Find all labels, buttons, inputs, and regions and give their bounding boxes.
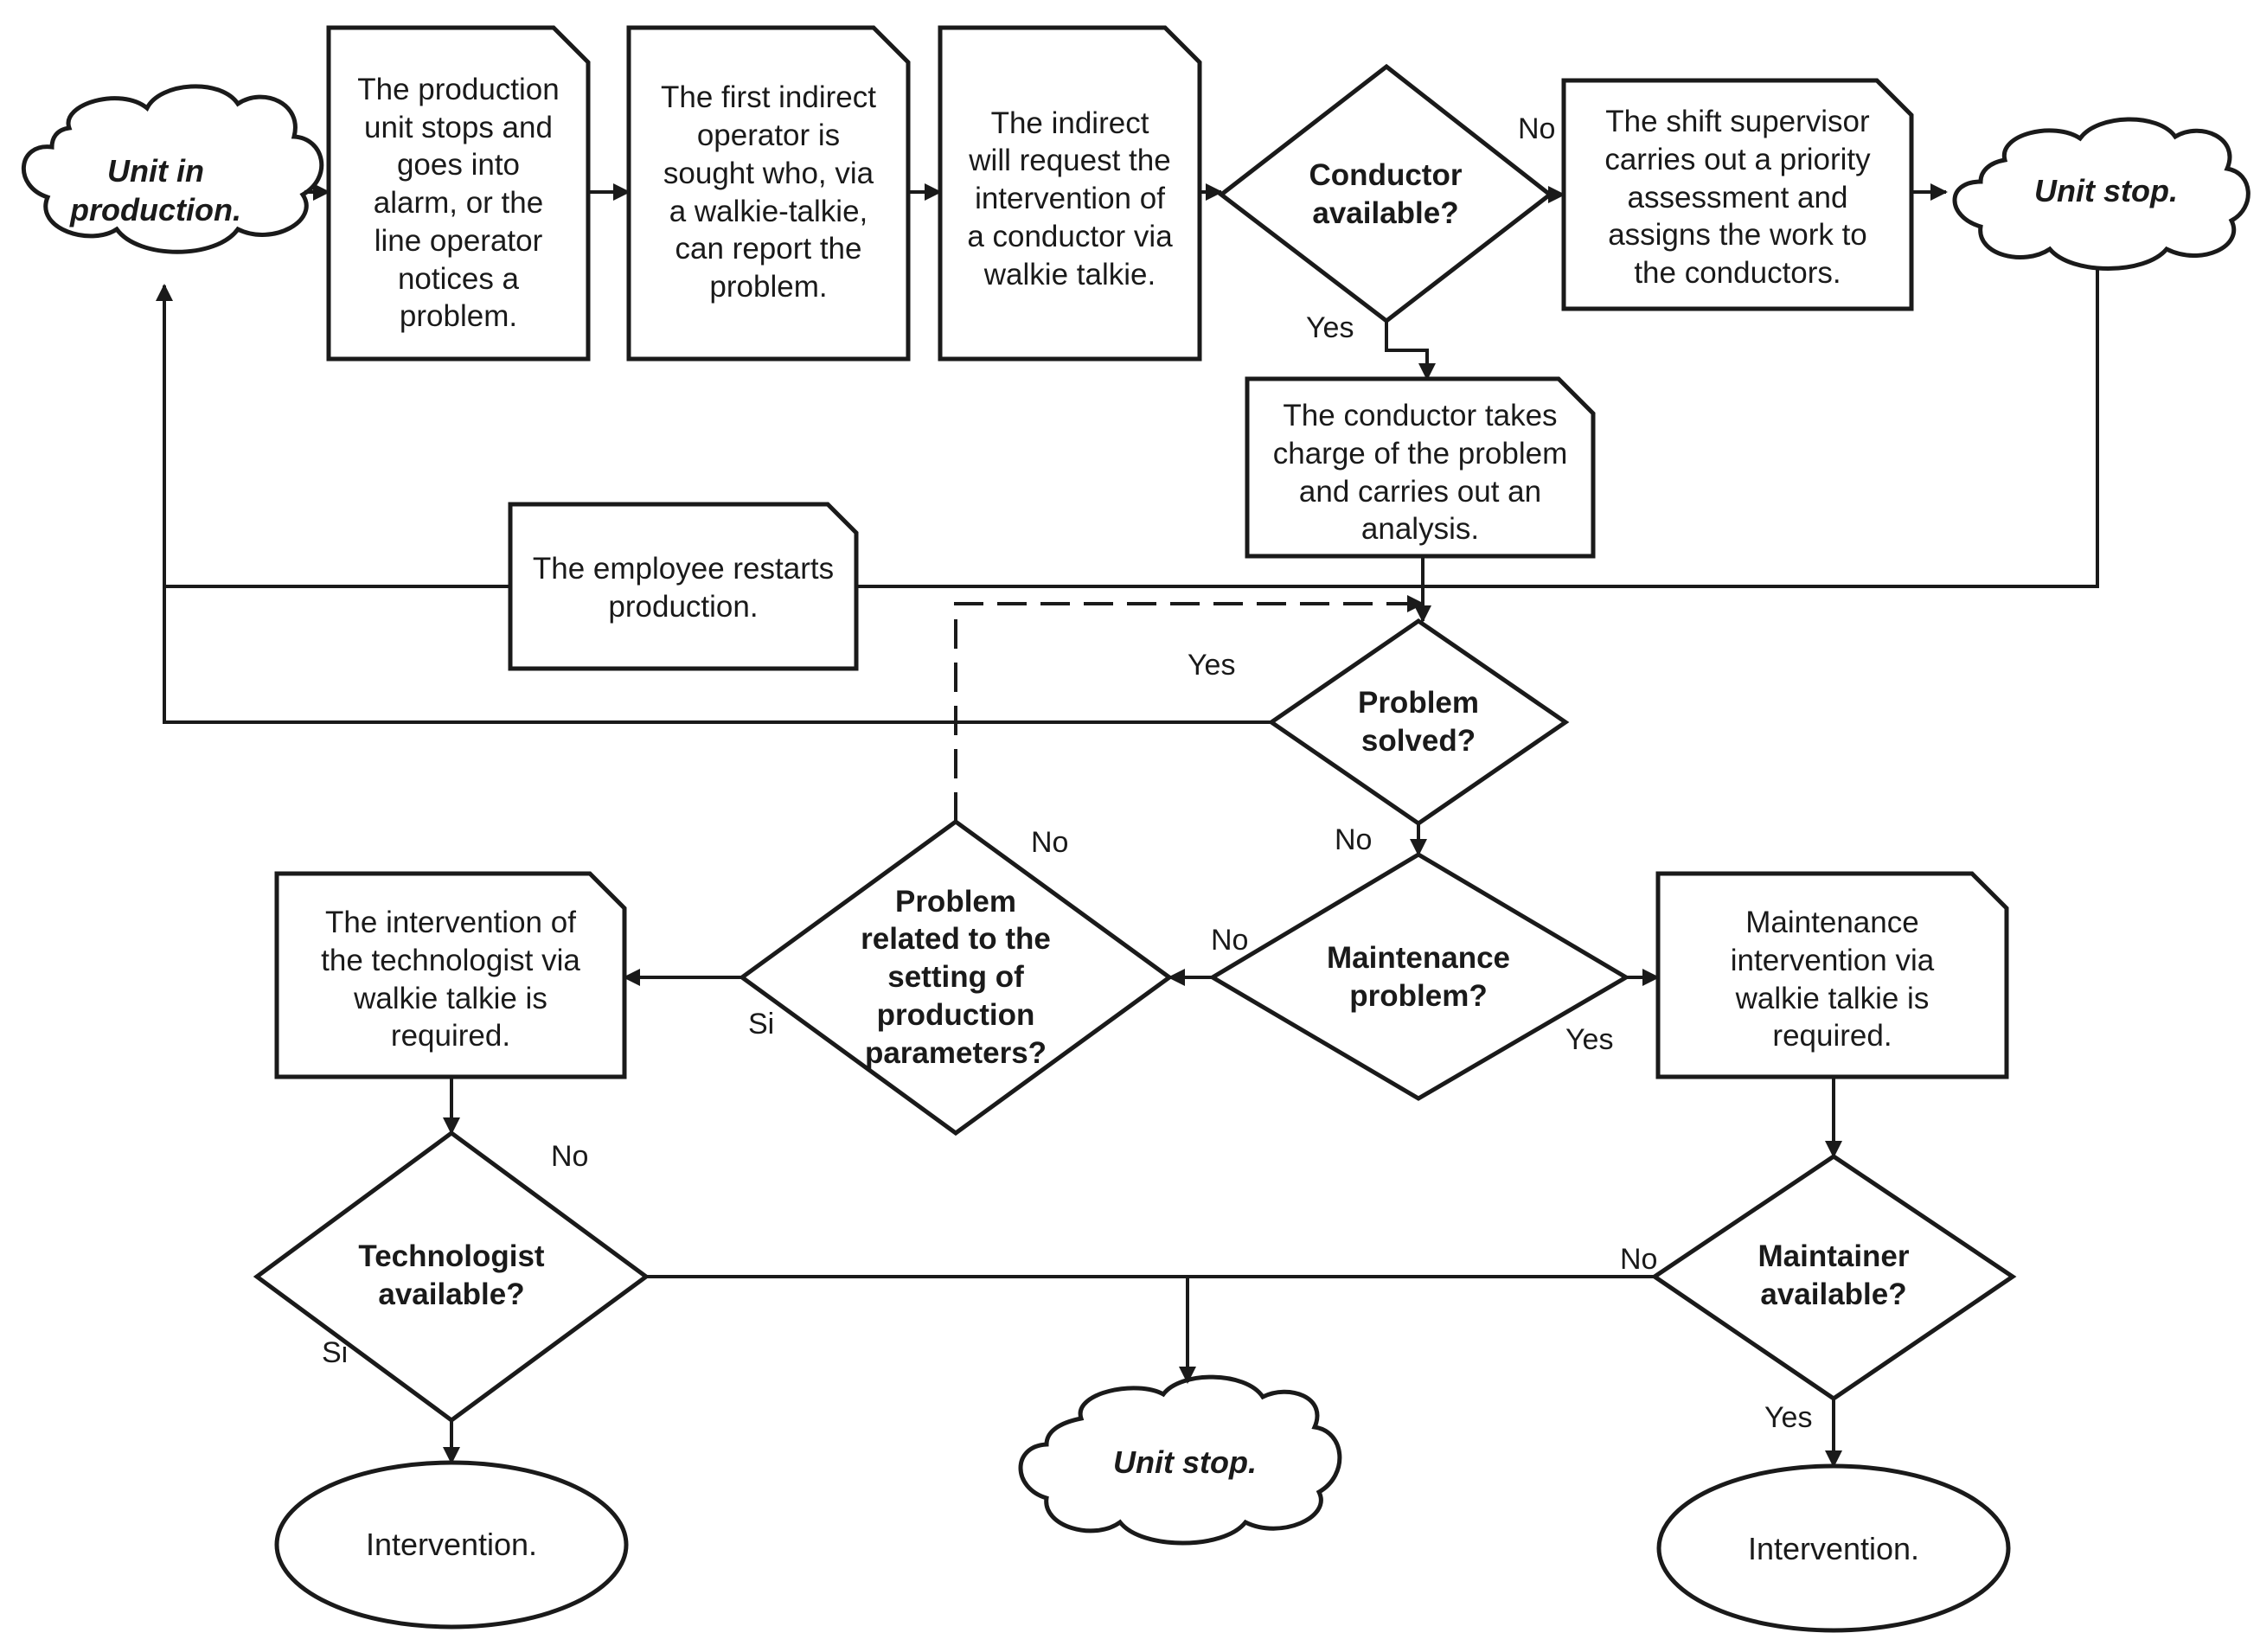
edge-label-parameters-si: Si <box>748 1008 775 1041</box>
label-unit-stop-top: Unit stop. <box>2034 172 2178 208</box>
edge-label-solved-yes: Yes <box>1188 649 1236 682</box>
label-intervention-left: Intervention. <box>365 1526 538 1562</box>
box-first-indirect <box>626 25 911 362</box>
edge-label-maintainer-no: No <box>1620 1243 1658 1276</box>
edge-label-solved-no: No <box>1335 823 1373 856</box>
label-maintenance-intervention: Maintenance intervention via walkie talk… <box>1730 906 1935 1053</box>
label-problem-solved: Problem solved? <box>1357 686 1480 758</box>
diamond-production-parameters <box>738 818 1174 1137</box>
edge-label-conductor-no: No <box>1518 112 1556 145</box>
unit-in-production-cloud <box>22 84 324 254</box>
arrow-conductor-yes <box>1385 321 1436 381</box>
edge-label-maintenance-no: No <box>1211 924 1249 957</box>
box-maintenance-intervention <box>1655 871 2009 1079</box>
label-conductor-available: Conductor available? <box>1309 158 1463 230</box>
label-technologist-available: Technologist available? <box>358 1239 545 1311</box>
label-maintenance-problem: Maintenance problem? <box>1327 941 1510 1013</box>
label-production-parameters: Problem related to the setting of produc… <box>861 884 1051 1070</box>
edge-label-parameters-no: No <box>1031 826 1069 859</box>
diamond-maintenance-problem <box>1208 852 1630 1101</box>
dashed-parameters-no <box>954 595 1425 822</box>
label-unit-stop-bottom: Unit stop. <box>1113 1444 1257 1480</box>
edge-label-conductor-yes: Yes <box>1306 311 1354 344</box>
edge-label-maintenance-yes: Yes <box>1565 1023 1614 1056</box>
label-intervention-right: Intervention. <box>1747 1530 1920 1566</box>
arrow-solved-yes-return <box>156 284 1271 724</box>
unit-stop-top-cloud <box>1952 117 2250 271</box>
unit-stop-bottom-cloud <box>1018 1374 1342 1546</box>
line-unit-stop-return <box>856 266 2099 588</box>
box-indirect-requests <box>938 25 1202 362</box>
edge-label-technologist-si: Si <box>322 1336 349 1369</box>
label-shift-supervisor: The shift supervisor carries out a prior… <box>1604 105 1871 291</box>
edge-label-maintainer-yes: Yes <box>1764 1401 1813 1434</box>
label-unit-stops-alarm: The production unit stops and goes into … <box>357 72 560 334</box>
label-technologist-intervention: The intervention of the technologist via… <box>321 906 580 1053</box>
label-first-indirect-operator: The first indirect operator is sought wh… <box>661 80 876 304</box>
box-technologist-intervention <box>274 871 627 1079</box>
label-unit-in-production: Unit in production. <box>70 153 241 227</box>
box-unit-stops <box>326 25 591 362</box>
label-maintainer-available: Maintainer available? <box>1757 1239 1910 1311</box>
edge-label-technologist-no: No <box>551 1140 589 1173</box>
label-conductor-takes-charge: The conductor takes charge of the proble… <box>1272 399 1568 547</box>
box-shift-supervisor <box>1561 78 1914 311</box>
label-indirect-requests-conductor: The indirect will request the interventi… <box>967 106 1173 291</box>
box-employee-restarts <box>508 502 859 671</box>
box-conductor-takes-charge <box>1245 376 1596 559</box>
label-employee-restarts: The employee restarts production. <box>532 552 835 624</box>
